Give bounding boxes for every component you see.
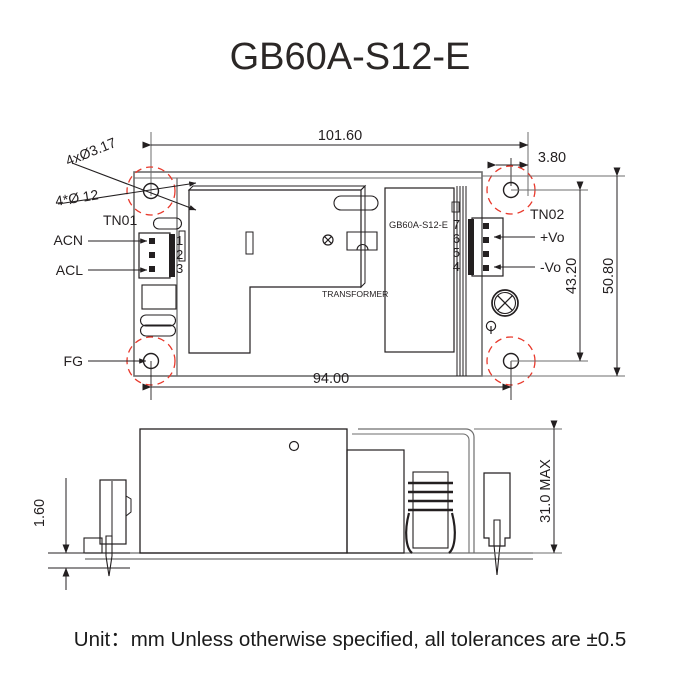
pin-number-1: 1: [176, 233, 183, 248]
page-title: GB60A-S12-E: [229, 36, 471, 78]
dimension-pin-length: 1.60: [32, 478, 130, 590]
pin-number-2: 2: [176, 247, 183, 262]
right-components: [485, 289, 519, 334]
dimension-pin-length-text: 1.60: [32, 499, 48, 527]
dimension-overall-width: 50.80: [482, 167, 625, 377]
connector-tn02-label: TN02: [530, 206, 564, 222]
side-right-connector: [483, 472, 511, 576]
part-marking-label: GB60A-S12-E: [389, 220, 448, 230]
pcb-outline: [133, 171, 483, 377]
side-left-connector: [83, 479, 132, 577]
dimension-hole-pitch-length: 94.00: [142, 361, 512, 400]
pin-number-5: 5: [453, 245, 460, 260]
dimension-overall-height-text: 31.0 MAX: [538, 459, 554, 523]
side-main-body: [139, 428, 475, 554]
side-view: 1.60 31.0 MAX: [32, 420, 562, 590]
internal-housing: GB60A-S12-E TRANSFORMER: [187, 184, 448, 354]
pin-label-acl: ACL: [56, 262, 83, 278]
connector-tn01-label: TN01: [103, 212, 137, 228]
pin-number-4: 4: [453, 259, 460, 274]
dimension-hole-offset-right: 3.80: [487, 150, 566, 186]
pin-number-6: 6: [453, 231, 460, 246]
dimension-hole-pitch-width-text: 43.20: [564, 258, 580, 294]
hole-dia-top-label: 4xØ3.17: [63, 134, 118, 169]
pin-label-acn: ACN: [53, 232, 83, 248]
dimension-hole-offset-right-text: 3.80: [538, 150, 566, 166]
transformer-label: TRANSFORMER: [322, 289, 388, 299]
pin-fg-callout: FG: [64, 353, 147, 369]
top-view: 101.60 3.80 GB60A-S12-E TRANSFORMER: [53, 128, 625, 400]
connector-tn01: 1 2 3 TN01 ACN ACL: [53, 212, 183, 279]
pin-label-fg: FG: [64, 353, 83, 369]
dimension-overall-height: 31.0 MAX: [474, 420, 562, 554]
output-negative-label: -Vo: [540, 259, 561, 275]
heatsink-fins-icon: [405, 471, 456, 554]
pin-number-3: 3: [176, 261, 183, 276]
side-hole-icon: [288, 440, 300, 452]
top-components: [322, 195, 379, 251]
highlight-circle-icon-top-left: [126, 166, 176, 216]
dimension-hole-pitch-width: 43.20: [511, 181, 588, 362]
pin-number-7: 7: [453, 217, 460, 232]
output-positive-label: +Vo: [540, 229, 565, 245]
footer-note: Unit：mm Unless otherwise specified, all …: [73, 628, 627, 651]
dimension-overall-width-text: 50.80: [601, 258, 617, 294]
capacitor-x-icon: [322, 234, 334, 246]
hole-dia-bottom-label: 4*Ø 12: [54, 186, 100, 209]
dimension-hole-pitch-length-text: 94.00: [313, 371, 349, 387]
heatsink-block: [384, 186, 467, 376]
left-components: [140, 217, 254, 337]
capacitor-large-icon: [491, 289, 519, 317]
connector-tn02: 7 6 5 4 TN02 +Vo -Vo: [453, 206, 565, 277]
dimension-overall-length-text: 101.60: [318, 128, 362, 144]
